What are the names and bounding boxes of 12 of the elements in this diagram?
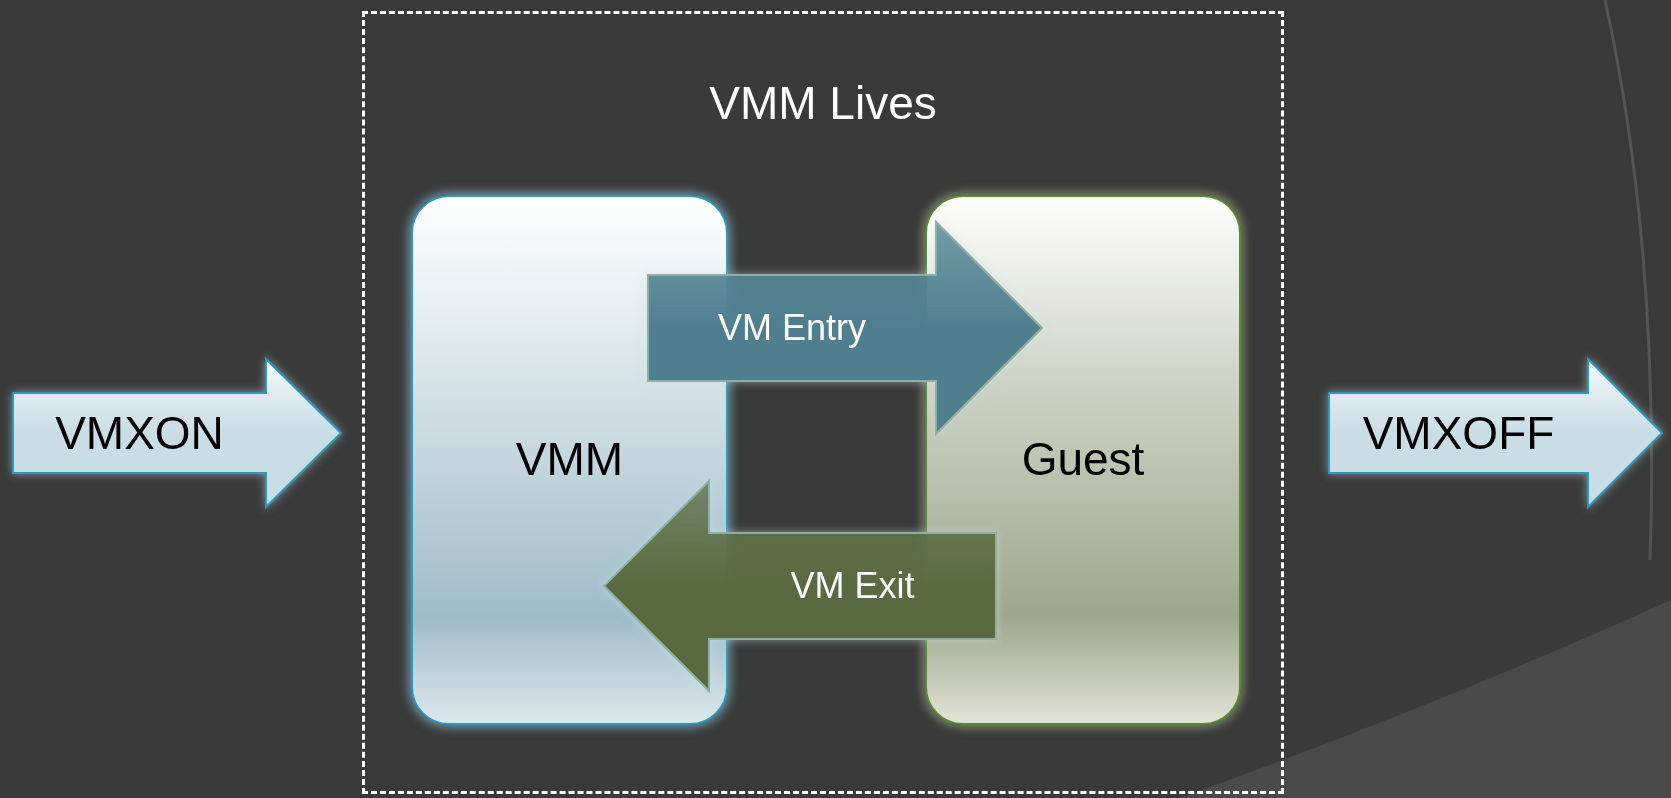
block-arrow: [1328, 356, 1664, 510]
block-arrow: [602, 478, 997, 694]
arrow-label: VM Exit: [790, 565, 915, 607]
arrow-label: VMXON: [55, 406, 224, 460]
box-label: Guest: [1020, 432, 1146, 486]
box-label: VMM: [514, 432, 625, 486]
arrow-label: VM Entry: [718, 307, 866, 349]
dashed-frame: [362, 11, 1284, 794]
block-arrow: [12, 356, 343, 510]
arrow-label: VMXOFF: [1362, 406, 1555, 460]
frame-title: VMM Lives: [708, 76, 938, 130]
block-arrow: [647, 219, 1044, 437]
